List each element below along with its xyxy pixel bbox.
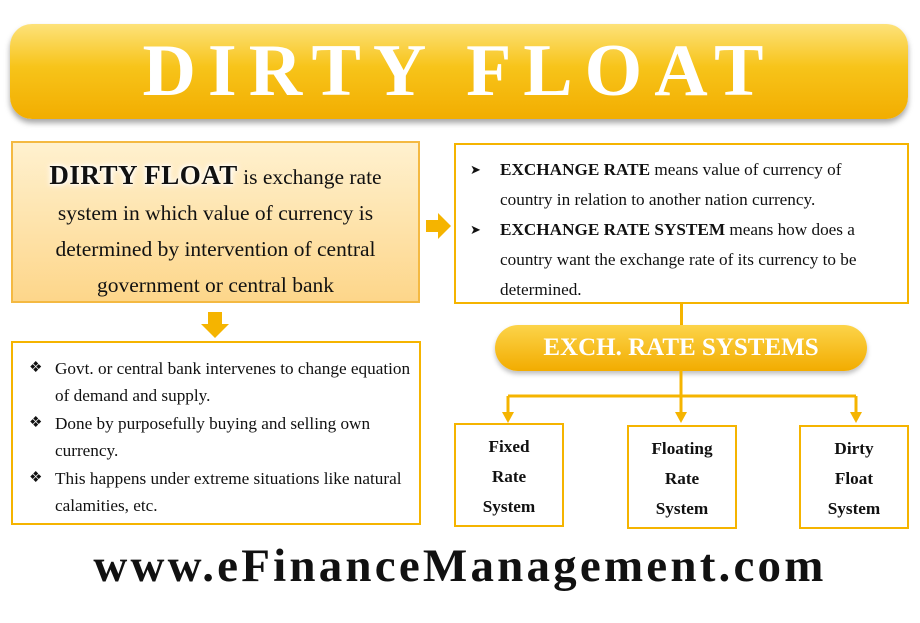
system-label-line: Fixed	[488, 437, 530, 456]
website-url: www.eFinanceManagement.com	[93, 540, 827, 592]
diamond-bullet-icon: ❖	[29, 360, 43, 376]
diamond-bullet-icon: ❖	[29, 415, 43, 431]
term-exchange-rate-desc: means value of currency of country in re…	[500, 160, 842, 209]
arrow-bullet-icon: ➤	[470, 222, 481, 237]
exchange-rate-box: ➤ EXCHANGE RATE means value of currency …	[454, 143, 909, 304]
system-label-line: Floating	[651, 439, 713, 458]
list-item: ❖ This happens under extreme situations …	[29, 465, 411, 519]
characteristics-box: ❖ Govt. or central bank intervenes to ch…	[11, 341, 421, 525]
system-label-line: System	[827, 499, 881, 518]
diamond-bullet-icon: ❖	[29, 470, 43, 486]
system-label-line: Float	[834, 469, 874, 488]
arrow-bullet-icon: ➤	[470, 162, 481, 177]
title-banner: DIRTY FLOAT	[10, 24, 908, 119]
system-label-line: System	[482, 497, 536, 516]
tree-connector	[502, 370, 862, 423]
definition-box: DIRTY FLOAT is exchange rate system in w…	[11, 141, 420, 303]
definition-text: DIRTY FLOAT is exchange rate system in w…	[23, 157, 408, 303]
characteristic-text: Govt. or central bank intervenes to chan…	[55, 359, 411, 405]
down-arrow-icon	[201, 312, 229, 338]
right-arrow-icon	[426, 213, 451, 239]
definition-body: is exchange rate system in which value o…	[55, 165, 382, 297]
dirty-float-system-box: Dirty Float System	[799, 425, 909, 529]
system-label-line: Rate	[664, 469, 700, 488]
list-item: ➤ EXCHANGE RATE means value of currency …	[470, 155, 897, 215]
term-exchange-rate-system: EXCHANGE RATE SYSTEM	[500, 220, 726, 239]
system-label-line: Rate	[491, 467, 527, 486]
definition-term: DIRTY FLOAT	[49, 160, 238, 190]
exchange-rate-systems-header: EXCH. RATE SYSTEMS	[495, 325, 867, 371]
list-item: ❖ Govt. or central bank intervenes to ch…	[29, 355, 411, 409]
system-label-line: System	[655, 499, 709, 518]
system-label-line: Dirty	[834, 439, 874, 458]
list-item: ❖ Done by purposefully buying and sellin…	[29, 410, 411, 464]
list-item: ➤ EXCHANGE RATE SYSTEM means how does a …	[470, 215, 897, 305]
characteristic-text: Done by purposefully buying and selling …	[55, 414, 371, 460]
characteristic-text: This happens under extreme situations li…	[55, 469, 402, 515]
term-exchange-rate-system-desc: means how does a country want the exchan…	[500, 220, 857, 299]
floating-rate-system-box: Floating Rate System	[627, 425, 737, 529]
term-exchange-rate: EXCHANGE RATE	[500, 160, 651, 179]
connector-line	[680, 304, 683, 326]
fixed-rate-system-box: Fixed Rate System	[454, 423, 564, 527]
page-title: DIRTY FLOAT	[142, 30, 776, 112]
